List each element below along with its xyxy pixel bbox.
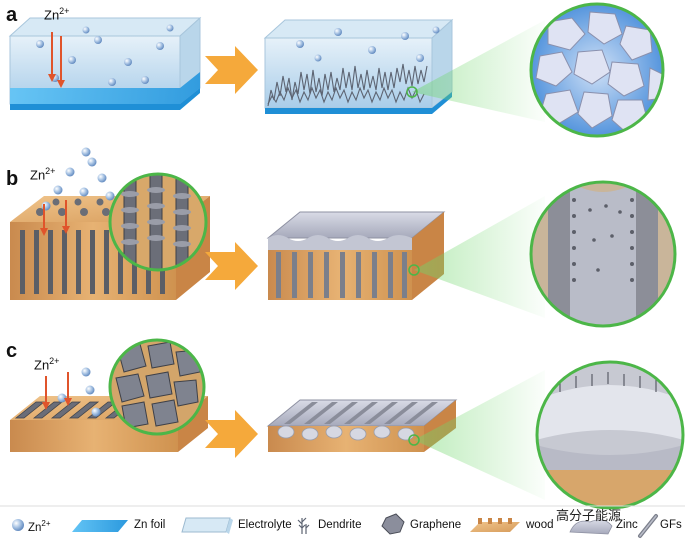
panel-label-b-text: b — [6, 168, 19, 190]
legend-zinc: Zinc — [616, 519, 638, 531]
gfs-icon — [638, 514, 658, 538]
legend-wood: wood — [526, 519, 554, 531]
panel-label-c-text: c — [6, 340, 18, 362]
ion-flux-arrows-a — [48, 32, 65, 88]
zn-ion-label-c: Zn2+ — [34, 356, 59, 372]
zn-ion-label-b-charge: 2+ — [45, 166, 56, 176]
wood-with-zinc-c — [266, 399, 458, 452]
legend-graphene: Graphene — [410, 519, 462, 531]
legend-zn-ion-charge: 2+ — [41, 519, 51, 528]
zn-ion-label-a: Zn2+ — [44, 6, 69, 22]
watermark: 高分子能源 — [556, 509, 622, 524]
electrolyte-icon — [181, 517, 233, 534]
zn-ion-icon — [12, 519, 24, 531]
zn-ions-a — [36, 24, 174, 86]
zn-ion-label-a-base: Zn — [44, 7, 60, 23]
panel-label-a-text: a — [6, 4, 18, 26]
graphene-icon — [381, 513, 405, 535]
legend: Zn2+ Zn foil Electrolyte Dendrite Graphe… — [0, 505, 685, 544]
zoom-origin-a — [406, 86, 418, 98]
graphene-fins-c — [14, 401, 136, 419]
electrolyte-box-dendrites — [263, 18, 454, 114]
zn-foil-icon — [72, 520, 128, 532]
panel-c: c — [10, 338, 685, 510]
wood-with-zinc-b — [266, 211, 446, 300]
zoom-origin-c — [408, 434, 420, 446]
legend-dendrite: Dendrite — [318, 519, 362, 531]
dendrite-layer — [267, 63, 428, 107]
zoom-beam-c — [414, 370, 545, 500]
zn-ion-label-b-base: Zn — [30, 167, 46, 183]
zn-ion-label-b: Zn2+ — [30, 166, 55, 182]
legend-zn-ion-base: Zn — [28, 521, 42, 534]
zn-ion-label-c-charge: 2+ — [49, 356, 60, 366]
zn-ion-label-c-base: Zn — [34, 357, 50, 373]
zinc-icon — [569, 519, 613, 535]
legend-zn-ion: Zn2+ — [28, 519, 51, 534]
ion-flux-arrows-c — [42, 372, 72, 410]
process-arrow-b — [205, 242, 258, 290]
zoom-view-c — [535, 360, 685, 510]
inset-zoom-c — [108, 338, 206, 436]
zoom-beam-a — [412, 20, 545, 122]
ion-flux-arrows-b — [40, 200, 70, 236]
inset-zoom-b — [108, 172, 208, 272]
panel-a: a — [8, 2, 665, 138]
zn-ions-c — [57, 367, 101, 417]
zoom-origin-b — [408, 264, 420, 276]
process-arrow-c — [205, 410, 258, 458]
zn-ion-label-a-charge: 2+ — [59, 6, 70, 16]
legend-electrolyte: Electrolyte — [238, 519, 292, 531]
panel-b: b — [10, 147, 677, 328]
legend-icons — [12, 513, 658, 538]
zoom-beam-b — [414, 196, 545, 318]
dendrite-icon — [297, 517, 310, 534]
zoom-view-a — [529, 2, 665, 138]
legend-gfs: GFs — [660, 519, 682, 531]
zoom-view-b — [529, 180, 677, 328]
wood-icon — [470, 518, 520, 532]
electrolyte-box-initial — [8, 16, 202, 110]
legend-zn-foil: Zn foil — [134, 519, 166, 531]
process-arrow-a — [205, 46, 258, 94]
